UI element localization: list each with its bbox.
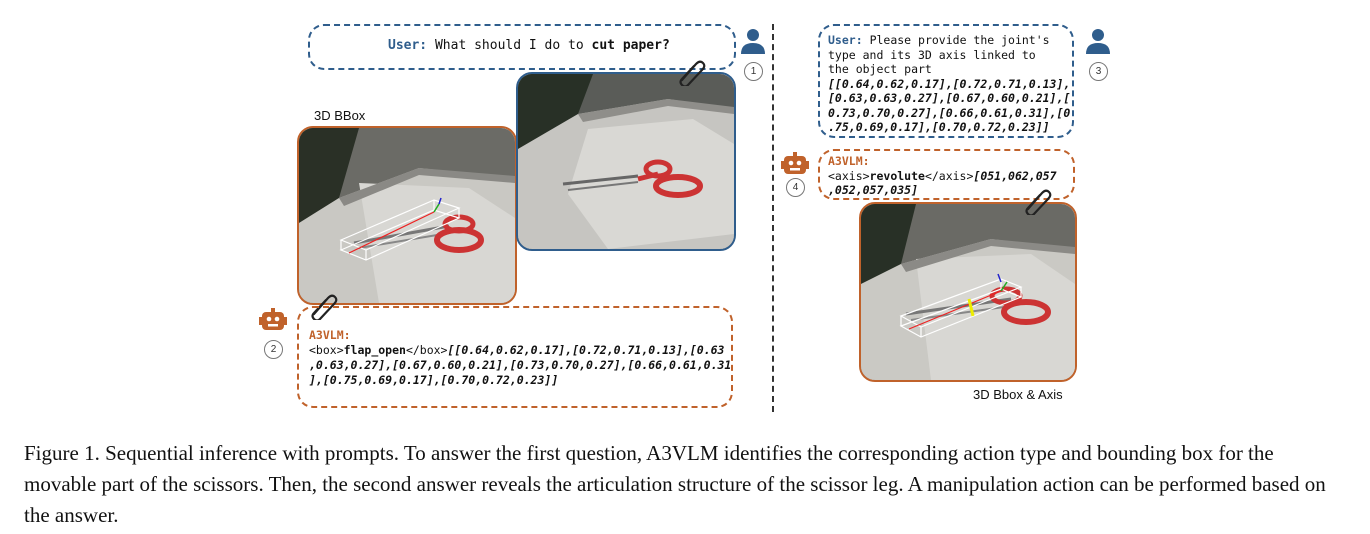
tag-close: </box> bbox=[405, 343, 448, 357]
scene-image-3d-bbox-axis bbox=[859, 202, 1077, 382]
answer-line: ],[0.75,0.69,0.17],[0.70,0.72,0.23]] bbox=[309, 373, 731, 388]
user-icon bbox=[1086, 29, 1110, 54]
paperclip-icon bbox=[1025, 189, 1052, 215]
speaker-label: User: bbox=[388, 38, 428, 53]
user-prompt-bubble-3: User: Please provide the joint's type an… bbox=[818, 24, 1074, 138]
tag-open: <axis> bbox=[828, 168, 870, 183]
step-number-3: 3 bbox=[1089, 62, 1108, 81]
prompt-text: type and its 3D axis linked to bbox=[828, 47, 1036, 62]
user-prompt-text-3: User: Please provide the joint's type an… bbox=[828, 33, 1070, 135]
answer-line: <box>flap_open</box>[[0.64,0.62,0.17],[0… bbox=[309, 343, 731, 358]
answer-line: ,0.63,0.27],[0.67,0.60,0.21],[0.73,0.70,… bbox=[309, 358, 731, 373]
tag-close: </axis> bbox=[924, 168, 974, 183]
coords-text: ,052,057,035] bbox=[828, 183, 919, 197]
bot-answer-bubble-4: A3VLM: <axis>revolute</axis>[051,062,057… bbox=[818, 149, 1075, 200]
step-number-4: 4 bbox=[786, 178, 805, 197]
speaker-label: A3VLM: bbox=[828, 154, 870, 168]
coords-text: 0.73,0.70,0.27],[0.66,0.61,0.31],[0 bbox=[828, 105, 1071, 120]
bot-answer-text-2: A3VLM: <box>flap_open</box>[[0.64,0.62,0… bbox=[309, 328, 731, 388]
action-type: flap_open bbox=[343, 343, 406, 357]
image-label-3d-bbox: 3D BBox bbox=[314, 108, 366, 123]
coords-text: .75,0.69,0.17],[0.70,0.72,0.23]] bbox=[828, 120, 1050, 134]
coords-text: [051,062,057 bbox=[973, 168, 1057, 183]
user-icon bbox=[741, 29, 765, 54]
coords-text: ,0.63,0.27],[0.67,0.60,0.21],[0.73,0.70,… bbox=[309, 358, 732, 372]
coords-text: [0.63,0.63,0.27],[0.67,0.60,0.21],[ bbox=[828, 91, 1071, 105]
bot-answer-bubble-2: A3VLM: <box>flap_open</box>[[0.64,0.62,0… bbox=[297, 306, 733, 408]
tag-open: <box> bbox=[309, 343, 344, 357]
user-prompt-bubble-1: User: What should I do to cut paper? bbox=[308, 24, 736, 70]
joint-type: revolute bbox=[869, 168, 925, 183]
coords-text: [[0.64,0.62,0.17],[0.72,0.71,0.13],[0.63 bbox=[447, 343, 725, 357]
scene-image-input bbox=[516, 72, 736, 251]
step-number-2: 2 bbox=[264, 340, 283, 359]
prompt-text: What should I do to bbox=[434, 38, 592, 53]
speaker-label: A3VLM: bbox=[309, 328, 351, 342]
prompt-bold-text: cut paper? bbox=[591, 38, 670, 53]
coords-text: ],[0.75,0.69,0.17],[0.70,0.72,0.23]] bbox=[309, 373, 559, 387]
prompt-text: the object part bbox=[828, 62, 932, 76]
image-label-3d-bbox-axis: 3D Bbox & Axis bbox=[973, 387, 1063, 402]
figure-caption: Figure 1. Sequential inference with prom… bbox=[24, 441, 1326, 527]
speaker-label: User: bbox=[828, 33, 863, 47]
robot-icon bbox=[781, 152, 809, 174]
robot-icon bbox=[259, 308, 287, 330]
bot-answer-text-4: A3VLM: <axis>revolute</axis>[051,062,057… bbox=[828, 154, 1057, 198]
coords-text: [[0.64,0.62,0.17],[0.72,0.71,0.13], bbox=[828, 76, 1071, 91]
prompt-text: Please provide the joint's bbox=[869, 33, 1050, 47]
user-prompt-text-1: User: What should I do to cut paper? bbox=[388, 38, 670, 53]
panel-divider bbox=[772, 24, 774, 412]
scene-image-3d-bbox bbox=[297, 126, 517, 305]
step-number-1: 1 bbox=[744, 62, 763, 81]
paperclip-icon bbox=[679, 60, 706, 86]
